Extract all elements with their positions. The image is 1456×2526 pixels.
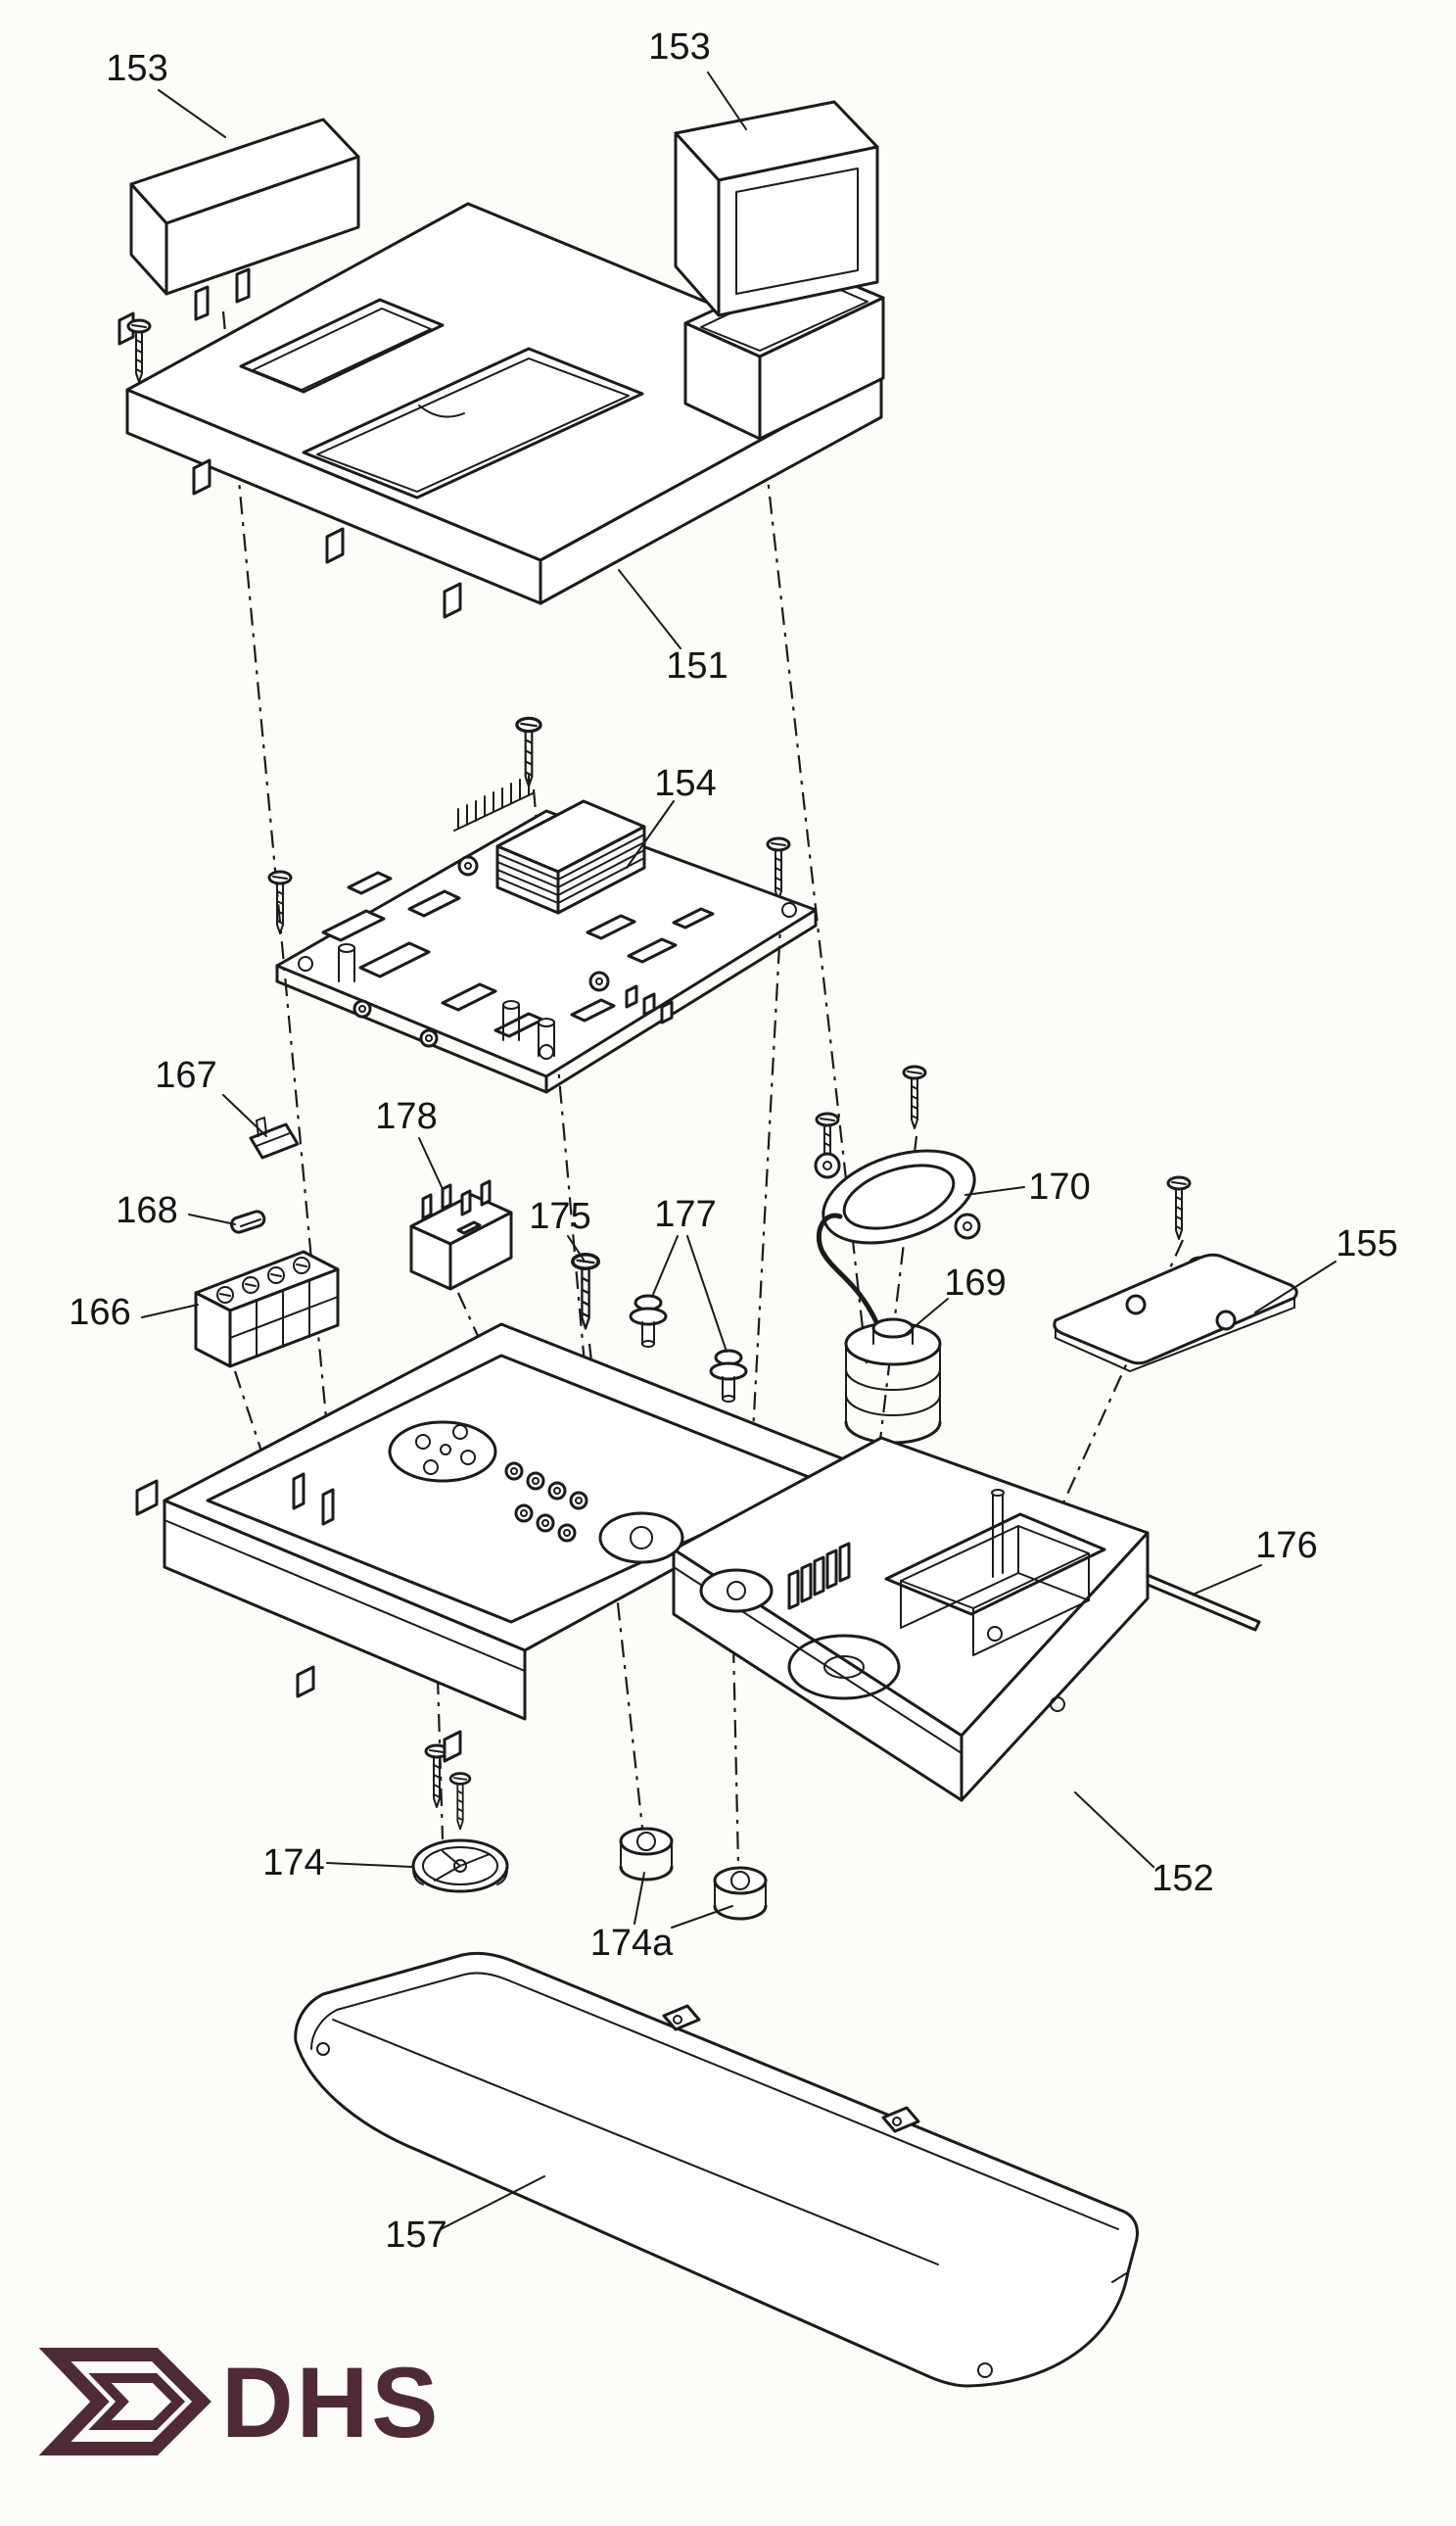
leader-168 bbox=[188, 1214, 236, 1225]
part-clip-167 bbox=[249, 1117, 300, 1160]
part-label-174: 174 bbox=[262, 1842, 324, 1883]
part-cover-153-left bbox=[129, 118, 360, 321]
part-label-168: 168 bbox=[116, 1190, 177, 1231]
part-label-157: 157 bbox=[385, 2215, 446, 2256]
part-label-176: 176 bbox=[1255, 1525, 1317, 1566]
part-label-166: 166 bbox=[69, 1292, 130, 1333]
part-label-153-right: 153 bbox=[648, 26, 710, 68]
leader-167 bbox=[222, 1094, 267, 1137]
leader-152 bbox=[1074, 1791, 1154, 1868]
part-label-153-left: 153 bbox=[106, 48, 167, 89]
part-screw-175 bbox=[570, 1253, 601, 1331]
part-label-154: 154 bbox=[654, 763, 716, 804]
part-label-152: 152 bbox=[1151, 1858, 1213, 1899]
leader-174a-2 bbox=[671, 1905, 733, 1929]
leader-166 bbox=[141, 1304, 199, 1318]
part-label-167: 167 bbox=[155, 1055, 216, 1096]
part-terminal-block-166 bbox=[194, 1250, 340, 1368]
part-fuse-168 bbox=[229, 1210, 266, 1234]
leader-153-left bbox=[158, 89, 226, 138]
dhs-logo-icon bbox=[38, 2348, 211, 2455]
part-label-178: 178 bbox=[375, 1096, 437, 1137]
part-label-174a: 174a bbox=[590, 1923, 674, 1964]
part-bottom-cover-157 bbox=[294, 1951, 1139, 2388]
leader-169 bbox=[905, 1298, 949, 1335]
part-label-177: 177 bbox=[654, 1194, 716, 1235]
part-label-170: 170 bbox=[1028, 1167, 1090, 1208]
leader-178 bbox=[418, 1137, 444, 1190]
dhs-logo: DHS bbox=[38, 2347, 441, 2458]
part-disc-174 bbox=[411, 1838, 509, 1893]
leader-177b bbox=[686, 1235, 728, 1353]
part-plate-155 bbox=[1053, 1253, 1298, 1372]
part-label-169: 169 bbox=[944, 1263, 1006, 1304]
part-bushings-174a bbox=[619, 1827, 768, 1921]
part-labels: 153 153 151 154 167 178 168 166 175 177 … bbox=[69, 26, 1397, 2256]
part-cover-153-right bbox=[674, 100, 879, 317]
part-circuit-board-154 bbox=[275, 775, 818, 1094]
leader-170 bbox=[964, 1186, 1025, 1196]
part-ring-clamp-170 bbox=[814, 1149, 981, 1245]
leader-155 bbox=[1254, 1261, 1337, 1313]
dhs-logo-icon-inner bbox=[88, 2373, 186, 2430]
part-relay-178 bbox=[409, 1179, 513, 1291]
leader-177a bbox=[651, 1235, 679, 1298]
leader-174 bbox=[326, 1862, 412, 1868]
leader-174a-1 bbox=[634, 1872, 645, 1925]
leader-157 bbox=[440, 2175, 545, 2230]
part-grommets-177 bbox=[629, 1294, 748, 1403]
dhs-logo-text: DHS bbox=[221, 2347, 441, 2458]
part-solenoid-169 bbox=[816, 1213, 942, 1445]
leader-176 bbox=[1192, 1564, 1262, 1596]
part-base-housing-152 bbox=[135, 1322, 1150, 1802]
leader-175 bbox=[567, 1235, 585, 1261]
leader-154 bbox=[626, 800, 675, 869]
part-label-151: 151 bbox=[666, 645, 728, 687]
leader-lines bbox=[141, 71, 1337, 2230]
part-label-155: 155 bbox=[1336, 1223, 1397, 1264]
leader-153-right bbox=[707, 71, 747, 130]
part-label-175: 175 bbox=[529, 1196, 590, 1237]
leader-151 bbox=[618, 569, 681, 649]
